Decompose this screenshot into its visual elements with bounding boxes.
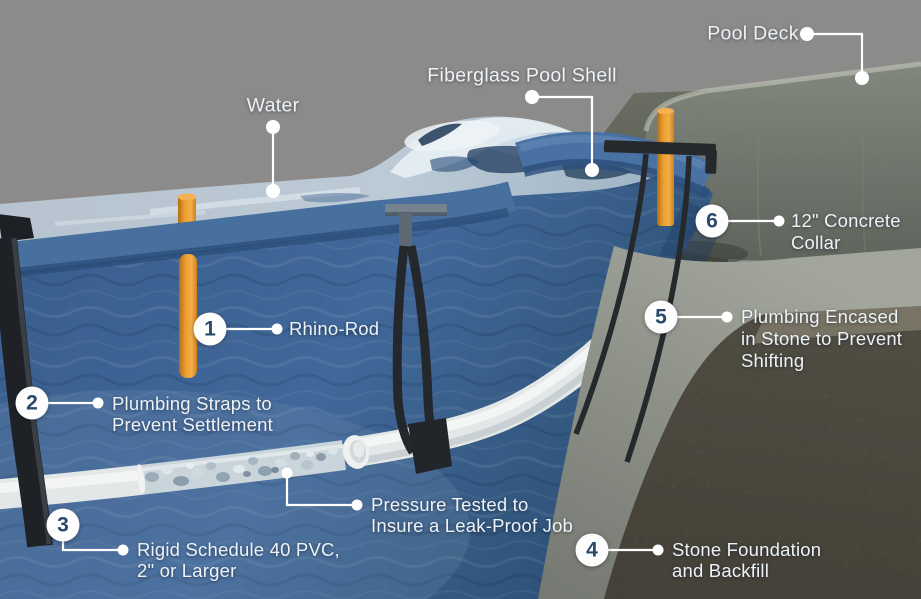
- fiberglass-pool-shell-label: Fiberglass Pool Shell: [427, 64, 617, 87]
- leader-callout-5: [677, 311, 733, 323]
- callout-line: and Backfill: [672, 560, 770, 581]
- leader-water: [266, 120, 280, 198]
- callout-3-marker: 3: [46, 508, 80, 542]
- callout-line: Rigid Schedule 40 PVC,: [137, 539, 340, 560]
- pool-deck-label: Pool Deck: [707, 22, 799, 45]
- leader-pool-deck: [800, 27, 869, 85]
- callout-line: Shifting: [741, 350, 805, 371]
- callout-line: Rhino-Rod: [289, 318, 380, 339]
- callout-6-text: 12" Concrete Collar: [791, 210, 901, 254]
- callout-4-marker: 4: [575, 533, 609, 567]
- callout-line: in Stone to Prevent: [741, 328, 903, 349]
- pool-rim: [0, 131, 715, 279]
- callout-5-marker: 5: [644, 300, 678, 334]
- callout-line: 2" or Larger: [137, 560, 237, 581]
- plumbing-strap-center: [385, 204, 452, 474]
- callout-line: 12" Concrete: [791, 210, 901, 231]
- pipe-stones: [145, 447, 338, 486]
- leader-callout-4: [608, 544, 664, 556]
- water-label: Water: [246, 94, 300, 117]
- pressure-tested-line: Pressure Tested to: [371, 494, 529, 515]
- callout-line: Stone Foundation: [672, 539, 822, 560]
- pressure-tested-label: Pressure Tested to Insure a Leak-Proof J…: [371, 494, 573, 536]
- leader-fiberglass-pool-shell: [525, 90, 599, 177]
- callout-2-marker: 2: [15, 386, 49, 420]
- leader-callout-6: [728, 215, 785, 227]
- leader-callout-1: [226, 323, 283, 335]
- plumbing-strap-right: [573, 140, 717, 463]
- callout-1-text: Rhino-Rod: [289, 318, 379, 340]
- rhino-rod-left-lower: [179, 254, 197, 378]
- leader-pressure-tested: [281, 467, 363, 511]
- callout-line: Plumbing Encased: [741, 306, 899, 327]
- pressure-tested-line: Insure a Leak-Proof Job: [371, 515, 574, 536]
- rhino-rod-right: [657, 107, 674, 226]
- callout-line: Collar: [791, 232, 841, 253]
- callout-1-marker: 1: [193, 312, 227, 346]
- plumbing-strap-left: [0, 214, 53, 548]
- pipe-open-end: [342, 435, 370, 469]
- callout-3-text: Rigid Schedule 40 PVC, 2" or Larger: [137, 539, 340, 581]
- callout-4-text: Stone Foundation and Backfill: [672, 539, 821, 581]
- callout-5-text: Plumbing Encased in Stone to Prevent Shi…: [741, 306, 902, 372]
- callout-line: Prevent Settlement: [112, 414, 273, 435]
- stone-foundation: [604, 306, 921, 599]
- callout-2-text: Plumbing Straps to Prevent Settlement: [112, 393, 273, 435]
- leader-callout-2: [48, 397, 104, 409]
- callout-line: Plumbing Straps to: [112, 393, 272, 414]
- callout-6-marker: 6: [695, 204, 729, 238]
- leader-callout-3: [61, 541, 129, 556]
